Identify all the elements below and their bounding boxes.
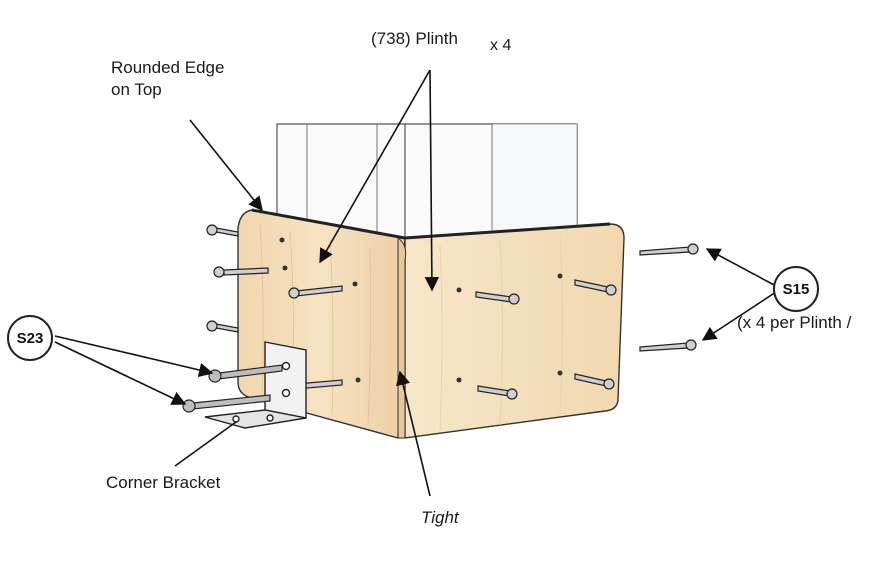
leader-lines xyxy=(54,69,777,497)
plinth-qty-label: x 4 xyxy=(490,37,512,54)
tight-label: Tight xyxy=(421,508,459,527)
rounded-edge-label-line2: on Top xyxy=(111,80,162,99)
plinth-label: (738) Plinth xyxy=(371,29,458,48)
s23-arrow-top xyxy=(54,335,214,378)
plinth-left-board xyxy=(237,208,406,439)
rounded-edge-arrow xyxy=(189,119,263,212)
s23-callout: S23 xyxy=(7,315,53,361)
post xyxy=(276,123,578,245)
s15-arrow-top xyxy=(705,248,777,287)
plinth-right-board xyxy=(397,222,625,439)
rounded-edge-label-line1: Rounded Edge xyxy=(111,58,225,77)
plinth-arrow-left xyxy=(319,69,431,264)
plinth-arrow-right xyxy=(424,69,440,292)
s15-arrow-bottom xyxy=(701,291,777,341)
corner-bracket-leader xyxy=(174,421,237,467)
corner-bracket-label: Corner Bracket xyxy=(106,473,221,492)
s23-screws xyxy=(182,364,283,413)
tight-arrow xyxy=(396,370,431,497)
s23-arrow-bottom xyxy=(54,341,187,405)
s15-note: (x 4 per Plinth / xyxy=(737,313,852,332)
s15-callout: S15 xyxy=(773,266,819,312)
s15-screws xyxy=(475,243,699,400)
corner-bracket xyxy=(204,341,307,429)
